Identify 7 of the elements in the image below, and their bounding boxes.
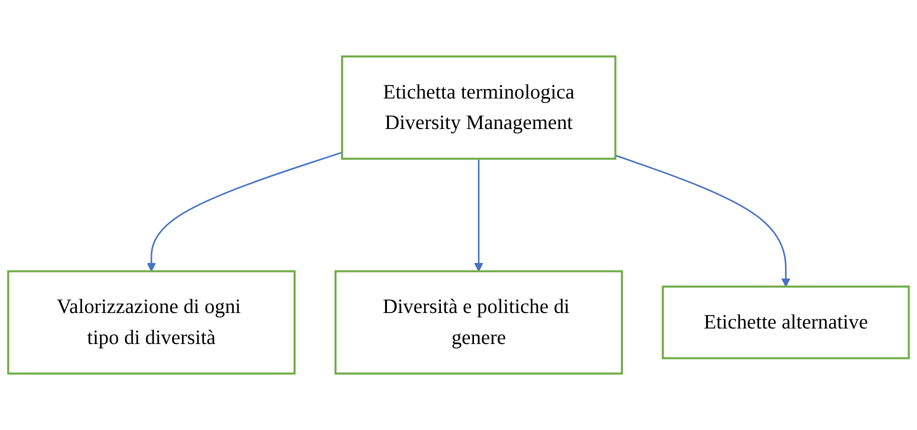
- node-box: Etichetta terminologica Diversity Management: [341, 55, 616, 160]
- arrow: [146, 152, 342, 272]
- node-box: Valorizzazione di ogni tipo di diversità: [7, 270, 296, 375]
- node-box: Diversità e politiche di genere: [334, 270, 623, 375]
- arrow: [474, 158, 484, 272]
- node-box: Etichette alternative: [662, 286, 910, 360]
- arrow: [615, 154, 790, 287]
